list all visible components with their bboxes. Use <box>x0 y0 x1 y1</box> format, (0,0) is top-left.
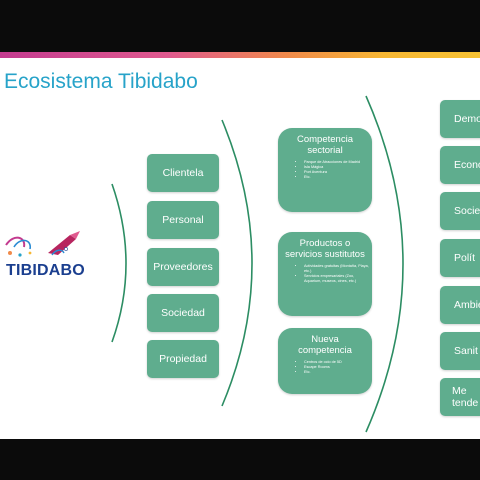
environment-factor-label: Ambie <box>454 299 480 311</box>
ecosystem-arcs <box>111 95 404 433</box>
arc-middle <box>221 119 253 407</box>
stakeholder-box: Propiedad <box>147 340 219 378</box>
environment-factor-box: Polít <box>440 239 480 277</box>
environment-factor-label: Me <box>452 385 467 397</box>
stakeholder-label: Proveedores <box>153 261 213 273</box>
environment-factor-box: Demog <box>440 100 480 138</box>
stakeholder-box: Personal <box>147 201 219 239</box>
competition-group: Productos o servicios sustitutos Activid… <box>278 232 372 316</box>
environment-factor-label: Socie <box>454 205 480 217</box>
competition-group-title: Nueva competencia <box>298 334 352 356</box>
slide-title: Ecosistema Tibidabo <box>4 70 198 93</box>
environment-factor-box: Ambie <box>440 286 480 324</box>
environment-factor-label: Econo <box>454 159 480 171</box>
competition-bullet: Actividades gratuitas (Montaña, Playa, e… <box>304 264 372 274</box>
competition-group-title: Competencia sectorial <box>297 134 353 156</box>
presentation-slide: Ecosistema Tibidabo TIBIDABO Clientela P… <box>0 52 480 439</box>
competition-bullet: Etc. <box>304 370 372 375</box>
competition-bullet: Servicios empresariales (Zoo, Aquarium, … <box>304 274 372 284</box>
arc-right <box>365 95 404 433</box>
environment-factor-label: tende <box>452 397 479 409</box>
competition-group-list: Centros de ocio de 5D Escape Rooms Etc. <box>278 360 372 375</box>
competition-group-title: Productos o servicios sustitutos <box>285 238 365 260</box>
competition-group-list: Parque de Atracciones de Madrid Isla Mág… <box>278 160 372 180</box>
tibidabo-logo-icon <box>5 231 80 257</box>
competition-bullet: Escape Rooms <box>304 365 372 370</box>
environment-factor-box: Me tende <box>440 378 480 416</box>
competition-group: Competencia sectorial Parque de Atraccio… <box>278 128 372 212</box>
arc-left <box>111 183 127 343</box>
stakeholder-label: Personal <box>162 214 204 226</box>
environment-factor-label: Sanit <box>454 345 478 357</box>
environment-factor-box: Sanit <box>440 332 480 370</box>
environment-factor-label: Demog <box>454 113 480 125</box>
logo-wordmark: TIBIDABO <box>6 262 85 279</box>
stakeholder-box: Clientela <box>147 154 219 192</box>
environment-factor-label: Polít <box>454 252 476 264</box>
competition-group-list: Actividades gratuitas (Montaña, Playa, e… <box>278 264 372 284</box>
environment-factor-box: Socie <box>440 192 480 230</box>
stakeholder-label: Clientela <box>162 167 204 179</box>
competition-bullet: Port Aventura <box>304 170 372 175</box>
stakeholder-label: Sociedad <box>161 307 205 319</box>
stakeholder-label: Propiedad <box>159 353 207 365</box>
environment-factor-box: Econo <box>440 146 480 184</box>
stakeholder-box: Sociedad <box>147 294 219 332</box>
gradient-top-bar <box>0 52 480 58</box>
competition-bullet: Parque de Atracciones de Madrid <box>304 160 372 165</box>
competition-group: Nueva competencia Centros de ocio de 5D … <box>278 328 372 394</box>
competition-bullet: Etc. <box>304 175 372 180</box>
stakeholder-box: Proveedores <box>147 248 219 286</box>
competition-bullet: Centros de ocio de 5D <box>304 360 372 365</box>
competition-bullet: Isla Mágica <box>304 165 372 170</box>
